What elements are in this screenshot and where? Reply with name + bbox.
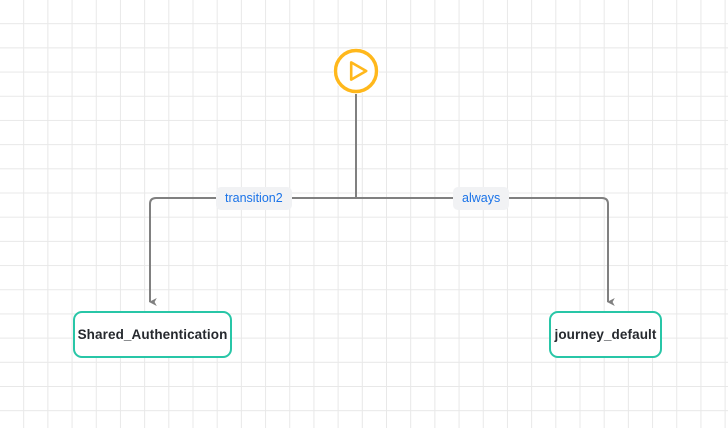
edge-label-always-text: always: [462, 191, 501, 205]
start-node[interactable]: [333, 48, 379, 94]
edge-transition2-path: [148, 197, 356, 307]
node-journey-default-label: journey_default: [554, 327, 657, 342]
node-shared-authentication[interactable]: Shared_Authentication: [73, 311, 232, 358]
node-shared-authentication-label: Shared_Authentication: [77, 327, 228, 342]
edge-always-path: [356, 197, 615, 307]
edge-label-transition2-text: transition2: [225, 191, 283, 205]
edge-label-transition2[interactable]: transition2: [216, 187, 292, 210]
play-circle-icon: [333, 48, 379, 94]
edge-label-always[interactable]: always: [453, 187, 510, 210]
node-journey-default[interactable]: journey_default: [549, 311, 662, 358]
